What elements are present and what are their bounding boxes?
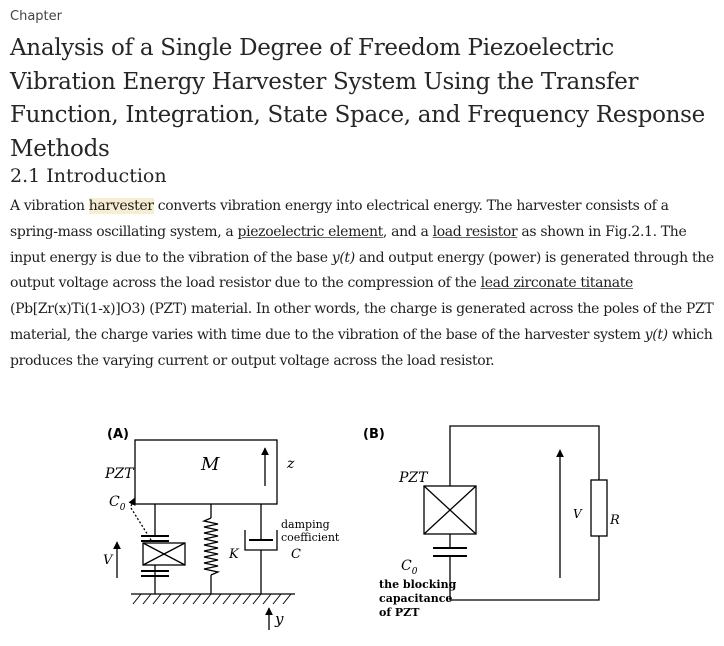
v-label-b: V	[573, 507, 583, 521]
c0-label: C0	[109, 494, 126, 513]
c0-subscript-b: 0	[412, 567, 418, 577]
math-y-t: y(t)	[331, 249, 355, 266]
text-run: as shown in Fig.2.1. The input energy is…	[10, 223, 687, 266]
damping-label-2: coefficient	[281, 531, 340, 544]
pzt-element	[142, 542, 186, 566]
v-label: V	[103, 553, 114, 568]
chapter-label: Chapter	[10, 9, 62, 24]
pzt-cross-b2	[423, 485, 477, 535]
load-resistor	[590, 479, 608, 537]
r-label: R	[609, 513, 620, 528]
text-run: which produces the varying current or ou…	[10, 326, 713, 369]
c0-letter-b: C	[401, 558, 412, 574]
blocking-label-2: capacitance	[379, 592, 452, 605]
blocking-label-3: of PZT	[379, 606, 420, 619]
mass-block	[134, 439, 278, 505]
panel-a: (A) M z PZT C0 V K d	[103, 427, 340, 630]
text-run: (Pb[Zr(x)Ti(1-x)]O3) (PZT) material. In …	[10, 301, 714, 343]
blocking-label-1: the blocking	[379, 578, 457, 591]
text-run: and output energy (power) is generated t…	[10, 249, 714, 292]
panel-b: (B) PZT C0 the blocking capacitance of P…	[363, 425, 620, 619]
text-run: A vibration	[10, 198, 89, 214]
damping-label-1: damping	[281, 518, 330, 531]
figure-diagram: (A) M z PZT C0 V K d	[103, 425, 620, 630]
c-label: C	[291, 547, 301, 562]
harvester-highlight[interactable]: harvester	[88, 198, 154, 214]
text-run: converts vibration energy into electrica…	[10, 198, 669, 240]
text-run: , and a	[382, 223, 433, 240]
chapter-title: Analysis of a Single Degree of Freedom P…	[10, 35, 705, 162]
k-label: K	[228, 547, 240, 562]
mass-label: M	[200, 454, 220, 475]
z-label: z	[286, 456, 295, 472]
intro-paragraph: A vibration harvester converts vibration…	[10, 194, 714, 375]
spring	[201, 517, 221, 576]
pzt-label: PZT	[104, 466, 135, 482]
math-y-t: y(t)	[644, 326, 668, 343]
c0-arrow	[128, 497, 136, 507]
piezoelectric-element-link[interactable]: piezoelectric element	[237, 223, 384, 240]
section-heading: 2.1 Introduction	[10, 165, 167, 187]
circuit-wire-bottom	[449, 536, 600, 601]
circuit-wire-top	[449, 425, 600, 486]
ground-hatch	[132, 593, 292, 605]
load-resistor-link[interactable]: load resistor	[432, 223, 518, 240]
y-label: y	[274, 610, 284, 628]
lead-zirconate-titanate-link[interactable]: lead zirconate titanate	[480, 275, 634, 292]
pzt-label-b: PZT	[398, 470, 429, 486]
figure-2-1: (A) M z PZT C0 V K d	[95, 418, 695, 646]
panel-b-label: (B)	[363, 427, 385, 442]
pzt-cross-b	[142, 542, 186, 566]
c0-label-b: C0	[401, 558, 418, 577]
c0-letter: C	[109, 494, 120, 510]
c0-subscript: 0	[120, 503, 126, 513]
panel-a-label: (A)	[107, 427, 129, 442]
